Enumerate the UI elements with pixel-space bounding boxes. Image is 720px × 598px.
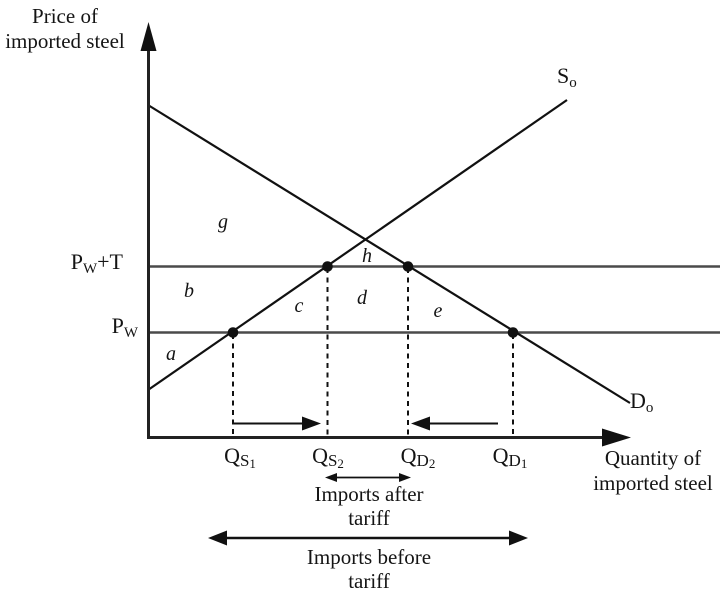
area-label-c: c xyxy=(294,295,304,317)
pw-sub: W xyxy=(123,325,138,341)
pw-label: PW xyxy=(112,314,138,345)
imports-before-line1: Imports before xyxy=(306,545,432,569)
demand-label-base: D xyxy=(630,388,646,413)
demand-quantity-decrease-arrow xyxy=(411,416,498,431)
qs1-subsub: 1 xyxy=(249,456,256,471)
supply-label-base: S xyxy=(557,63,570,88)
supply-curve-label: So xyxy=(557,64,577,95)
y-axis-title: Price of imported steel xyxy=(0,4,138,54)
area-label-g: g xyxy=(218,211,228,233)
imports-before-arrow xyxy=(208,530,528,546)
area-label-d: d xyxy=(357,287,367,309)
imports-before-line2: tariff xyxy=(348,569,390,593)
qd1-sub: D xyxy=(508,451,521,470)
y-axis-title-line2: imported steel xyxy=(5,29,125,53)
qd2-sub: D xyxy=(416,451,429,470)
point-qd1-pw xyxy=(507,327,519,338)
qd1-label: QD1 xyxy=(493,444,528,476)
qs2-label: QS2 xyxy=(312,444,344,476)
y-axis-arrowhead xyxy=(140,22,157,51)
x-axis-title-line1: Quantity of xyxy=(604,446,702,470)
imports-after-line2: tariff xyxy=(348,506,390,530)
imports-before-label: Imports before tariff xyxy=(307,545,431,593)
demand-label-sub: o xyxy=(645,400,654,416)
qd2-base: Q xyxy=(400,443,417,468)
demand-curve-label: Do xyxy=(630,389,653,420)
pw-plus-t-sub: W xyxy=(82,261,98,277)
qs2-sub: S xyxy=(327,451,338,470)
qs1-base: Q xyxy=(224,443,240,468)
qs2-base: Q xyxy=(312,443,328,468)
qs1-sub: S xyxy=(239,451,250,470)
qd1-subsub: 1 xyxy=(520,456,528,471)
imports-after-line1: Imports after xyxy=(314,482,424,506)
pw-plus-t-base: P xyxy=(70,249,83,274)
area-label-h: h xyxy=(362,245,372,267)
qd2-subsub: 2 xyxy=(428,456,436,471)
point-qd2-pwt xyxy=(402,261,414,272)
demand-curve xyxy=(147,104,631,404)
area-label-e: e xyxy=(433,300,443,322)
y-axis-title-line1: Price of xyxy=(32,4,98,28)
supply-curve xyxy=(147,99,568,391)
area-label-a: a xyxy=(166,343,176,365)
imports-after-arrow xyxy=(325,473,411,482)
supply-label-sub: o xyxy=(569,75,577,91)
qs1-label: QS1 xyxy=(224,444,256,476)
qd1-base: Q xyxy=(492,443,509,468)
point-qs2-pwt xyxy=(322,261,333,272)
x-axis-title-line2: imported steel xyxy=(593,471,713,495)
x-axis-arrowhead xyxy=(602,428,631,447)
pw-base: P xyxy=(111,313,124,338)
area-label-b: b xyxy=(184,280,194,302)
pw-plus-t-suffix: +T xyxy=(97,249,123,274)
imports-after-label: Imports after tariff xyxy=(314,482,423,530)
x-axis-title: Quantity of imported steel xyxy=(593,446,713,496)
point-qs1-pw xyxy=(227,327,239,338)
pw-plus-t-label: PW+T xyxy=(71,250,123,281)
supply-quantity-increase-arrow xyxy=(234,416,321,431)
qd2-label: QD2 xyxy=(401,444,436,476)
qs2-subsub: 2 xyxy=(337,456,344,471)
